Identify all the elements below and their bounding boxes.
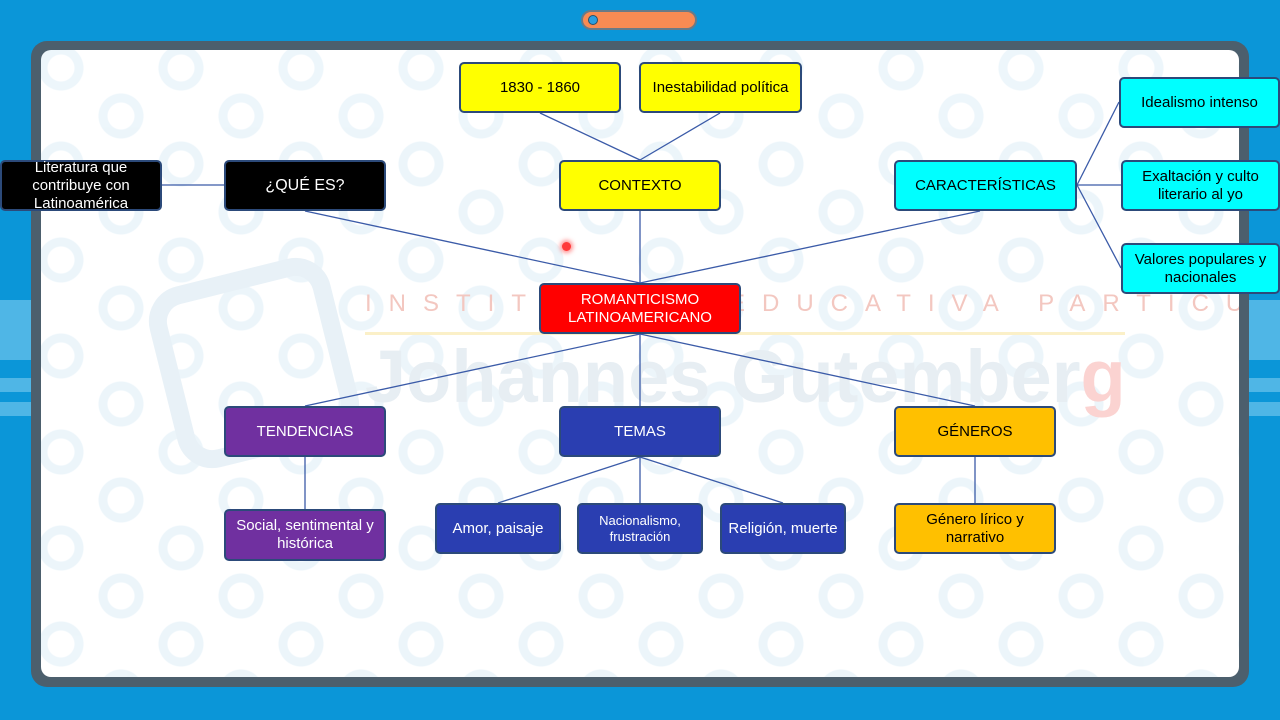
node-temas-religion-label: Religión, muerte [728,519,838,537]
watermark-name: Johannes Gutemberg [365,334,1165,419]
watermark-name-end: g [1080,335,1126,418]
presentation-pill [581,10,697,30]
node-temas-nacionalismo-label: Nacionalismo, frustración [599,512,681,544]
node-tendencias-item-label: Social, sentimental y histórica [236,517,374,552]
node-tendencias-item: Social, sentimental y histórica [224,509,386,561]
node-caract-exaltacion: Exaltación y culto literario al yo [1121,160,1280,211]
node-que-es-definicion-label: Literatura que contribuye con Latinoamér… [32,158,130,212]
node-contexto-fecha-label: 1830 - 1860 [499,78,581,96]
node-caract-valores-label: Valores populares y nacionales [1134,250,1267,286]
node-temas-nacionalismo: Nacionalismo, frustración [577,503,703,554]
node-caracteristicas-label: CARACTERÍSTICAS [915,176,1056,194]
pill-dot-icon [588,15,598,25]
link-center-generos [639,333,976,407]
node-generos: GÉNEROS [894,406,1056,457]
node-contexto-inestabilidad: Inestabilidad política [639,62,802,113]
node-que-es-definicion: Literatura que contribuye con Latinoamér… [0,158,162,212]
watermark-name-main: Johannes Gutember [365,335,1081,418]
node-que-es: ¿QUÉ ES? [224,160,386,211]
node-temas-religion: Religión, muerte [720,503,846,554]
link-center-queEs [304,210,641,284]
node-que-es-label: ¿QUÉ ES? [265,176,345,194]
link-caract-idealismo [1076,101,1120,186]
node-tendencias: TENDENCIAS [224,406,386,457]
link-center-caracteristicas [639,210,981,284]
link-caract-valores [1076,184,1122,269]
node-contexto-fecha: 1830 - 1860 [459,62,621,113]
link-contexto-inestabilidad [639,112,721,161]
link-temas-religion [639,456,784,504]
node-temas: TEMAS [559,406,721,457]
laser-pointer-icon [562,242,571,251]
node-caracteristicas: CARACTERÍSTICAS [894,160,1077,211]
node-caract-exaltacion-label: Exaltación y culto literario al yo [1142,167,1259,203]
node-caract-idealismo: Idealismo intenso [1119,77,1280,128]
node-temas-amor: Amor, paisaje [435,503,561,554]
node-contexto-label: CONTEXTO [598,176,682,194]
node-contexto: CONTEXTO [559,160,721,211]
node-romanticismo: ROMANTICISMO LATINOAMERICANO [539,283,741,334]
node-tendencias-label: TENDENCIAS [256,422,354,440]
link-center-tendencias [304,333,641,407]
watermark-rule [365,332,1125,335]
node-temas-label: TEMAS [614,422,666,440]
node-caract-valores: Valores populares y nacionales [1121,243,1280,294]
node-generos-label: GÉNEROS [937,422,1013,440]
node-caract-idealismo-label: Idealismo intenso [1141,93,1258,111]
link-contexto-fecha [539,112,641,161]
node-romanticismo-label: ROMANTICISMO LATINOAMERICANO [568,290,712,326]
node-generos-item-label: Género lírico y narrativo [926,510,1024,546]
watermark-institution: INSTITUCIÓN EDUCATIVA PARTICULAR [365,290,1239,317]
node-generos-item: Género lírico y narrativo [894,503,1056,554]
node-temas-amor-label: Amor, paisaje [452,519,544,537]
link-temas-amor [497,456,641,504]
node-contexto-inestabilidad-label: Inestabilidad política [652,78,789,96]
